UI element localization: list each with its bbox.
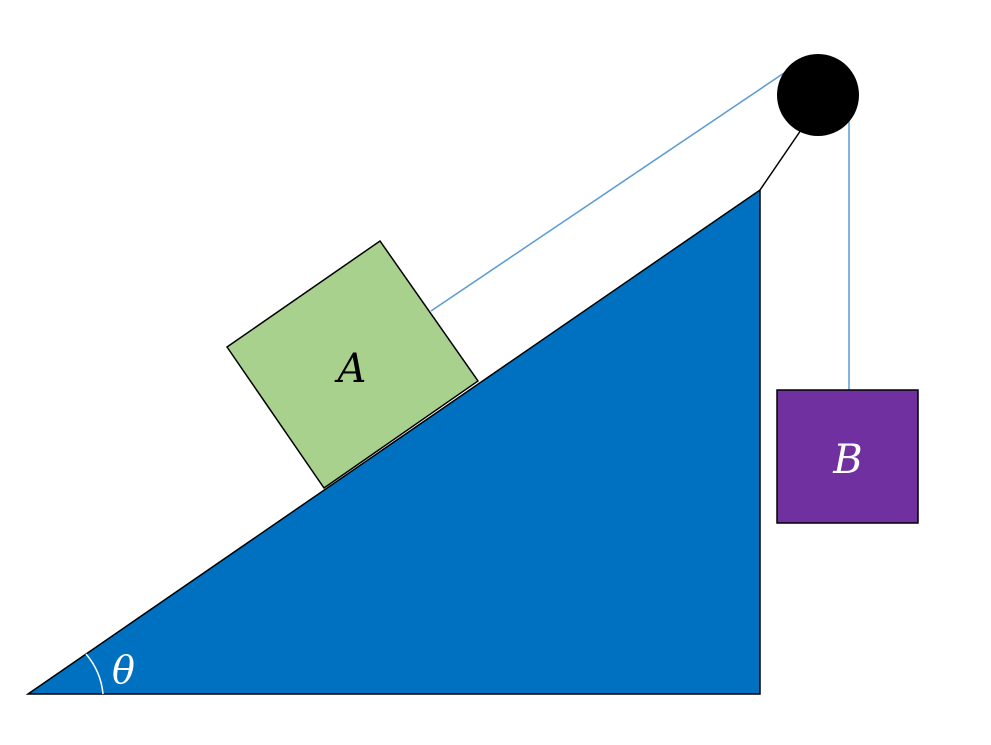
- angle-arc: [85, 653, 104, 695]
- pulley: [777, 54, 859, 136]
- incline-wedge: [25, 188, 761, 695]
- block-b-label: B: [832, 437, 862, 483]
- block-a-label: A: [334, 346, 367, 392]
- rope-a: [430, 72, 785, 312]
- block-b: [776, 389, 919, 524]
- block-a: [225, 239, 480, 490]
- angle-label: θ: [112, 648, 135, 692]
- pulley-support: [759, 129, 802, 191]
